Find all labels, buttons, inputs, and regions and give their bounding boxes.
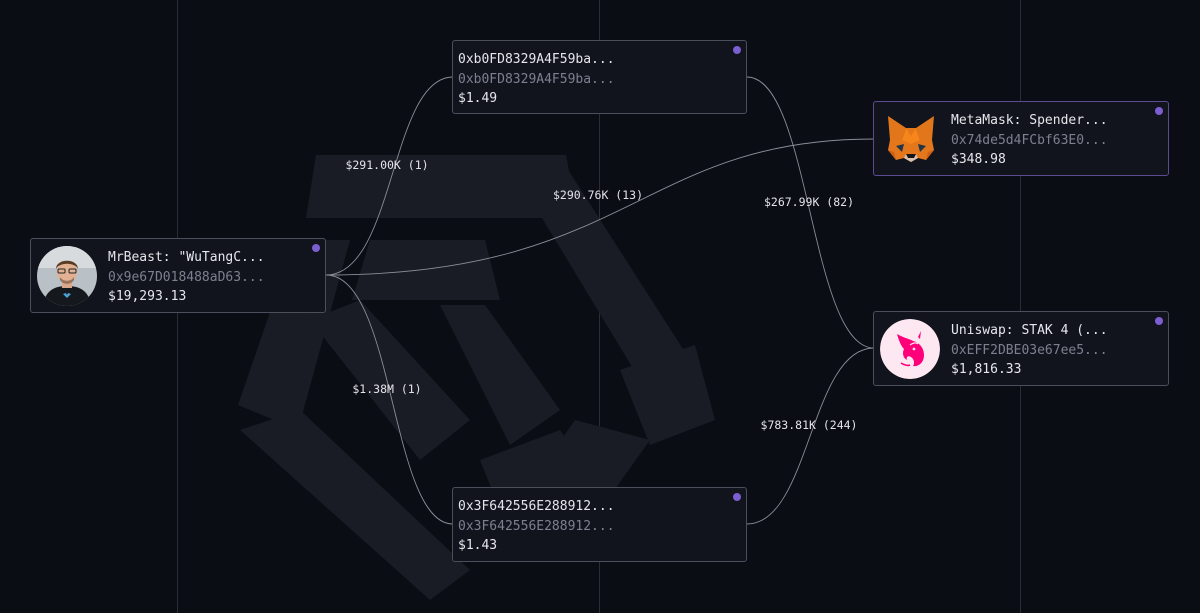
status-dot-icon <box>312 244 320 252</box>
node-value: $348.98 <box>951 152 1006 167</box>
node-metamask[interactable]: MetaMask: Spender... 0x74de5d4FCbf63E0..… <box>873 101 1169 176</box>
edge-label-hop-bottom-uniswap: $783.81K (244) <box>760 418 858 432</box>
node-name: MrBeast: "WuTangC... <box>108 250 265 265</box>
column-divider <box>1020 0 1021 613</box>
node-address: 0xEFF2DBE03e67ee5... <box>951 342 1108 358</box>
node-name: 0x3F642556E288912... <box>458 499 615 514</box>
node-address: 0xb0FD8329A4F59ba... <box>458 71 615 87</box>
mrbeast-avatar-icon <box>37 246 97 306</box>
status-dot-icon <box>733 493 741 501</box>
edge-label-mrbeast-metamask: $290.76K (13) <box>552 188 644 202</box>
status-dot-icon <box>733 46 741 54</box>
node-value: $1,816.33 <box>951 362 1022 377</box>
edge-hop-top-to-uniswap <box>746 76 875 349</box>
node-mrbeast[interactable]: MrBeast: "WuTangC... 0x9e67D018488aD63..… <box>30 238 326 313</box>
edge-label-hop-top-uniswap: $267.99K (82) <box>763 195 855 209</box>
node-uniswap[interactable]: Uniswap: STAK 4 (... 0xEFF2DBE03e67ee5..… <box>873 311 1169 386</box>
node-hop-top[interactable]: 0xb0FD8329A4F59ba... 0xb0FD8329A4F59ba..… <box>452 40 747 114</box>
node-value: $1.43 <box>458 538 498 553</box>
edge-hop-bottom-to-uniswap <box>746 347 875 525</box>
edge-mrbeast-to-hop-top <box>325 76 454 276</box>
edge-label-mrbeast-hop-top: $291.00K (1) <box>345 158 429 172</box>
node-name: 0xb0FD8329A4F59ba... <box>458 52 615 67</box>
node-value: $1.49 <box>458 91 498 106</box>
uniswap-unicorn-icon <box>880 319 940 379</box>
node-address: 0x3F642556E288912... <box>458 518 615 534</box>
node-name: Uniswap: STAK 4 (... <box>951 323 1108 338</box>
metamask-fox-icon <box>882 110 940 168</box>
status-dot-icon <box>1155 317 1163 325</box>
edge-label-mrbeast-hop-bottom: $1.38M (1) <box>352 382 422 396</box>
node-address: 0x74de5d4FCbf63E0... <box>951 132 1108 148</box>
status-dot-icon <box>1155 107 1163 115</box>
edge-mrbeast-to-metamask <box>325 138 875 276</box>
node-name: MetaMask: Spender... <box>951 113 1108 128</box>
edge-mrbeast-to-hop-bottom <box>325 274 454 525</box>
node-hop-bottom[interactable]: 0x3F642556E288912... 0x3F642556E288912..… <box>452 487 747 562</box>
node-address: 0x9e67D018488aD63... <box>108 269 265 285</box>
node-value: $19,293.13 <box>108 289 187 304</box>
